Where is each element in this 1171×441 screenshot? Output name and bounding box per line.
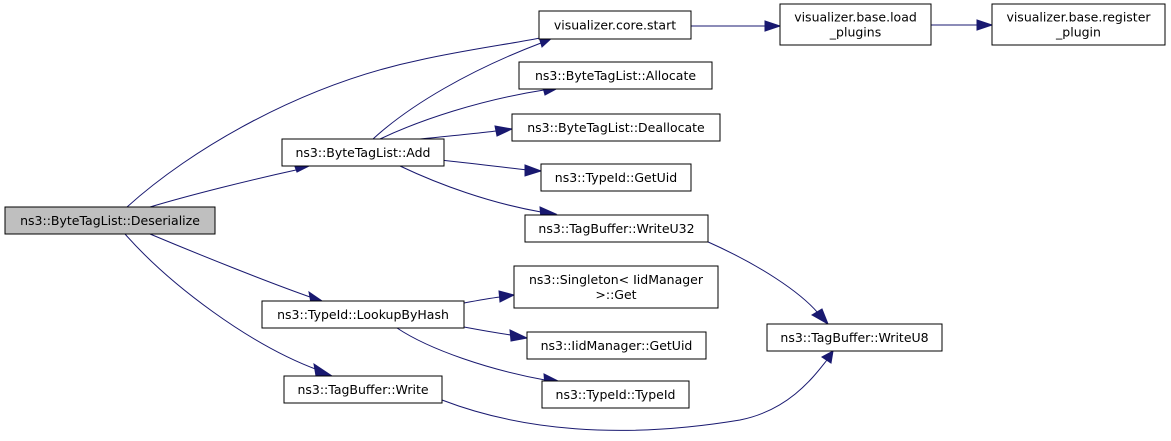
edge-line xyxy=(126,37,541,208)
node-label: visualizer.base.load xyxy=(794,10,917,25)
edge-deserialize-to-add xyxy=(149,163,311,208)
edge-line xyxy=(399,165,542,213)
node-box xyxy=(513,265,719,309)
edge-core-start-to-load-plugins xyxy=(691,20,782,32)
node-box xyxy=(281,138,445,167)
node-label: ns3::TypeId::LookupByHash xyxy=(277,307,449,322)
edge-arrowhead xyxy=(811,308,829,326)
node-box xyxy=(524,214,709,243)
edge-arrowhead xyxy=(494,125,514,137)
node-label: ns3::ByteTagList::Deallocate xyxy=(527,120,705,135)
edge-lookupbyhash-to-singleton-get xyxy=(463,290,516,304)
node-label: ns3::TypeId::TypeId xyxy=(556,387,676,402)
node-box xyxy=(779,3,932,46)
node-tagbuffer-write[interactable]: ns3::TagBuffer::Write xyxy=(283,375,443,404)
node-box xyxy=(541,380,690,409)
edge-load-plugins-to-register-plugin xyxy=(931,19,994,31)
node-box xyxy=(766,323,943,352)
edge-deserialize-to-lookupbyhash xyxy=(149,233,327,304)
edge-deserialize-to-core-start xyxy=(126,30,558,208)
edge-arrowhead xyxy=(509,329,529,342)
node-box xyxy=(4,206,216,235)
node-box xyxy=(511,113,721,142)
node-box xyxy=(518,61,713,90)
node-box xyxy=(283,375,443,404)
node-label: ns3::TypeId::GetUid xyxy=(555,170,677,185)
node-register-plugin[interactable]: visualizer.base.register_plugin xyxy=(991,3,1166,46)
edge-line xyxy=(463,326,512,336)
edge-line xyxy=(439,159,528,171)
node-label: _plugin xyxy=(1055,25,1101,40)
edge-arrowhead xyxy=(821,350,834,364)
node-deallocate[interactable]: ns3::ByteTagList::Deallocate xyxy=(511,113,721,142)
node-box xyxy=(526,331,707,360)
node-deserialize[interactable]: ns3::ByteTagList::Deserialize xyxy=(4,206,216,235)
edge-line xyxy=(149,233,314,299)
node-core-start[interactable]: visualizer.core.start xyxy=(538,10,692,40)
node-label: ns3::TagBuffer::WriteU8 xyxy=(780,330,928,345)
edge-line xyxy=(396,327,546,381)
node-label: _plugins xyxy=(829,25,881,40)
edge-arrowhead xyxy=(764,20,782,32)
node-label: ns3::Singleton< IidManager xyxy=(529,272,704,287)
node-singleton-get[interactable]: ns3::Singleton< IidManager>::Get xyxy=(513,265,719,309)
node-box xyxy=(991,3,1166,46)
node-label: ns3::ByteTagList::Allocate xyxy=(535,68,696,83)
node-label: ns3::IidManager::GetUid xyxy=(541,338,693,353)
edge-line xyxy=(379,89,545,140)
edge-line xyxy=(419,130,497,140)
edge-writeu32-to-writeu8 xyxy=(705,240,829,326)
edge-line xyxy=(372,42,542,140)
edge-arrowhead xyxy=(498,290,516,303)
node-label: visualizer.base.register xyxy=(1006,10,1151,25)
node-label: >::Get xyxy=(595,287,636,302)
edge-lookupbyhash-to-iidmanager-getuid xyxy=(463,326,529,342)
edge-add-to-typeid-getuid xyxy=(439,159,543,177)
edge-arrowhead xyxy=(313,362,334,377)
edge-arrowhead xyxy=(524,164,543,177)
node-load-plugins[interactable]: visualizer.base.load_plugins xyxy=(779,3,932,46)
node-writeu8[interactable]: ns3::TagBuffer::WriteU8 xyxy=(766,323,943,352)
node-box xyxy=(538,10,692,40)
node-label: ns3::ByteTagList::Deserialize xyxy=(20,213,200,228)
node-iidmanager-getuid[interactable]: ns3::IidManager::GetUid xyxy=(526,331,707,360)
edge-line xyxy=(124,233,319,371)
edge-arrowhead xyxy=(976,19,994,31)
nodes-layer: ns3::ByteTagList::Deserialize ns3::ByteTa… xyxy=(4,3,1166,409)
node-label: ns3::TagBuffer::Write xyxy=(297,382,428,397)
edge-add-to-deallocate xyxy=(419,125,514,140)
node-allocate[interactable]: ns3::ByteTagList::Allocate xyxy=(518,61,713,90)
node-label: visualizer.core.start xyxy=(554,18,676,33)
node-writeu32[interactable]: ns3::TagBuffer::WriteU32 xyxy=(524,214,709,243)
node-typeid-typeid[interactable]: ns3::TypeId::TypeId xyxy=(541,380,690,409)
edge-line xyxy=(705,240,819,314)
node-label: ns3::TagBuffer::WriteU32 xyxy=(538,221,694,236)
node-box xyxy=(540,163,692,192)
edge-line xyxy=(441,359,828,431)
node-typeid-getuid[interactable]: ns3::TypeId::GetUid xyxy=(540,163,692,192)
edge-tagbuffer-write-to-writeu8 xyxy=(441,350,834,431)
edge-line xyxy=(463,296,501,304)
node-add[interactable]: ns3::ByteTagList::Add xyxy=(281,138,445,167)
node-box xyxy=(261,300,465,329)
edge-line xyxy=(149,169,297,208)
node-lookupbyhash[interactable]: ns3::TypeId::LookupByHash xyxy=(261,300,465,329)
node-label: ns3::ByteTagList::Add xyxy=(295,145,430,160)
